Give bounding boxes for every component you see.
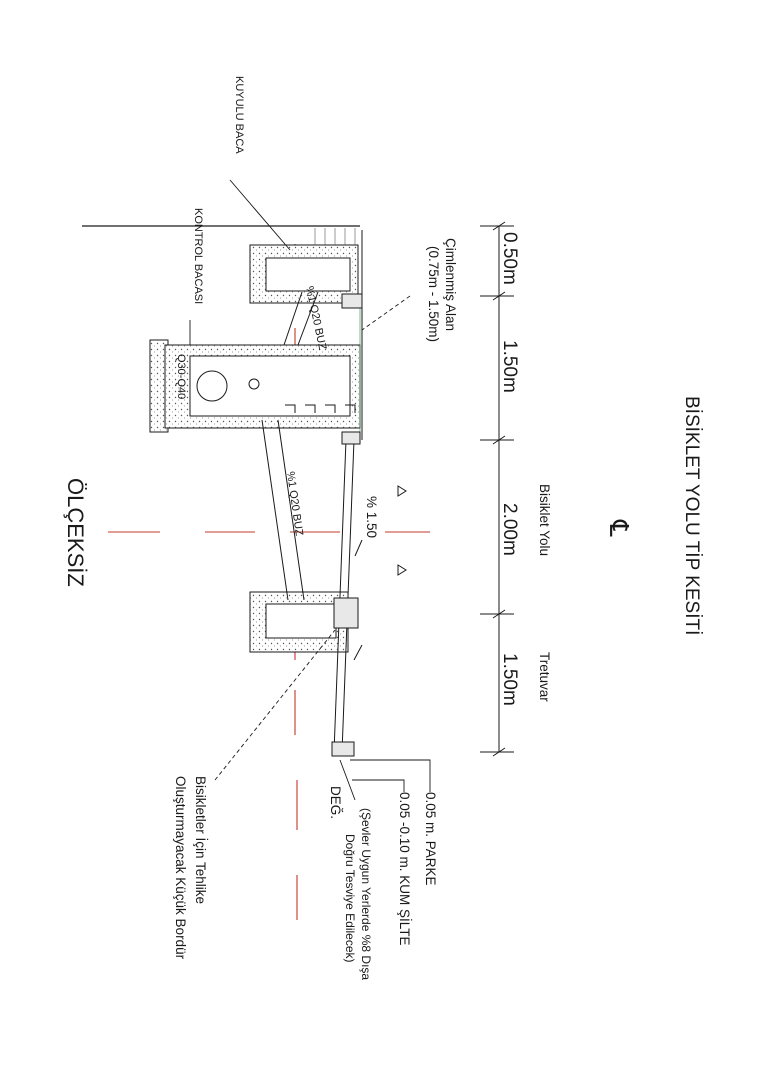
curb-mid [341,431,361,445]
label-deg: DEĞ. [328,786,343,819]
label-sevler-line1: (Şevler Uygun Yerlerde %8 Dışa [359,808,373,980]
dimension-line [480,221,514,757]
label-cimlenmis-alan-range: (0.75m - 1.50m) [426,246,441,342]
triangle-marker-top [397,485,407,497]
label-pipe-size: Q30-Q40 [175,354,187,399]
label-kum-silte: 0.05 -0.10 m. KUM ŞİLTE [397,792,412,946]
triangle-marker-bottom [397,564,407,576]
label-sevler-line2: Doğru Tesviye Edilecek) [343,834,357,963]
leader-lines [189,179,431,801]
scale-note: ÖLÇEKSİZ [63,478,88,587]
label-slope-main: % 1.50 [364,496,379,538]
label-cimlenmis-alan: Çimlenmiş Alan [443,238,458,331]
curbs [331,293,363,757]
label-bisiklet-yolu: Bisiklet Yolu [537,484,552,556]
slope-markers [353,485,407,661]
label-pipe-lower: %1 Q20 BUZ [284,471,305,537]
lower-box [249,591,349,653]
centerline-symbol: ℄ [604,519,634,537]
label-kontrol-bacasi: KONTROL BACASI [192,208,204,304]
dim-050: 0.50m [499,232,520,285]
label-kuyulu-baca: KUYULU BACA [233,76,245,154]
dim-150-b: 1.50m [499,653,520,706]
curb-end [331,741,355,757]
curb-top [341,293,363,309]
drawing-title: BİSİKLET YOLU TİP KESİTİ [681,396,702,635]
dim-150-a: 1.50m [499,340,520,393]
annotations: KUYULU BACA KONTROL BACASI Çimlenmiş Ala… [173,76,458,980]
pipe-small-circle [248,378,260,390]
road-layers [333,230,363,753]
lower-pipe [261,419,305,601]
pipe-large-circle [196,370,228,402]
label-bordur-line1: Bisikletler İçin Tehlike [193,776,208,904]
label-bordur-line2: Oluşturmayacak Küçük Bordür [173,776,188,960]
title-group: BİSİKLET YOLU TİP KESİTİ ÖLÇEKSİZ [63,396,702,635]
dim-200: 2.00m [499,503,520,556]
dimension-labels: 0.50m 1.50m 2.00m 1.50m [499,232,520,706]
label-parke: 0.05 m. PARKE [423,792,438,886]
curb-low [333,597,359,629]
kontrol-bacasi-box [149,339,361,433]
upper-pipe [283,291,319,346]
kuyulu-baca-box [249,228,359,304]
label-tretuvar: Tretuvar [537,652,552,702]
